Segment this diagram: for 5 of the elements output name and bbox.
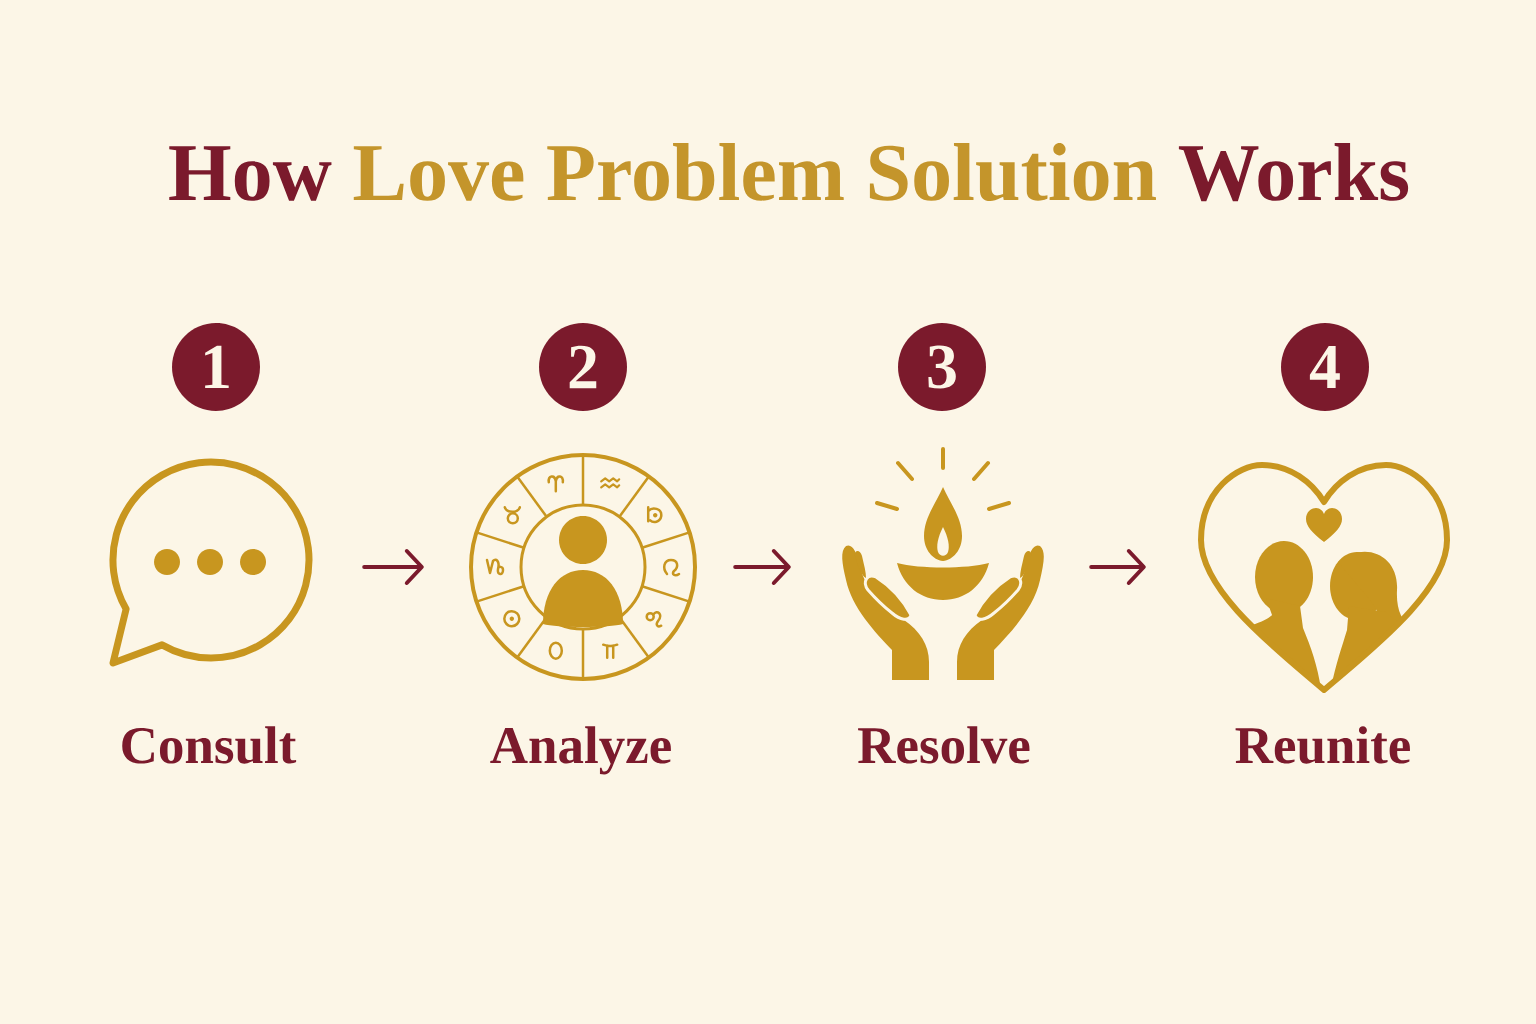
step-label: Consult — [122, 726, 297, 764]
step-label: Reunite — [1235, 726, 1410, 764]
step-label: Analyze — [490, 726, 671, 775]
title: How Love Problem Solution Works — [169, 143, 1409, 202]
step-label: Resolve — [858, 726, 1030, 764]
